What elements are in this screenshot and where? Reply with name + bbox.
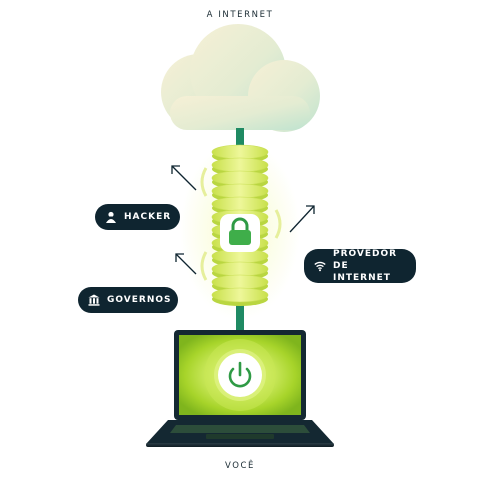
spy-icon xyxy=(105,211,117,223)
governments-badge: GOVERNOS xyxy=(78,287,178,313)
wifi-icon xyxy=(314,260,326,272)
deflect-arc-2 xyxy=(200,251,208,281)
tunnel-ring xyxy=(211,144,269,160)
isp-label-line2: INTERNET xyxy=(333,273,391,283)
hacker-label: HACKER xyxy=(124,212,172,222)
tunnel-ring xyxy=(211,274,269,290)
isp-label-line1: PROVEDOR DE xyxy=(333,249,398,271)
cloud-icon xyxy=(161,24,320,132)
tunnel-ring xyxy=(211,157,269,173)
arrow-hacker xyxy=(171,165,197,191)
tunnel-ring xyxy=(211,170,269,186)
deflect-arc-1 xyxy=(200,167,208,197)
deflect-arc-3 xyxy=(274,209,282,239)
arrow-isp xyxy=(289,205,315,233)
tunnel-ring xyxy=(211,287,269,303)
tunnel-ring xyxy=(211,183,269,199)
internet-label: A INTERNET xyxy=(206,10,274,20)
isp-badge: PROVEDOR DE INTERNET xyxy=(304,249,416,283)
tunnel-ring xyxy=(211,196,269,212)
governments-label: GOVERNOS xyxy=(107,295,172,305)
power-icon xyxy=(218,353,262,397)
tunnel-ring xyxy=(211,261,269,277)
you-label: VOCÊ xyxy=(224,461,256,471)
arrow-governments xyxy=(175,253,197,275)
padlock-icon xyxy=(220,214,260,252)
building-icon xyxy=(88,294,100,306)
hacker-badge: HACKER xyxy=(95,204,180,230)
